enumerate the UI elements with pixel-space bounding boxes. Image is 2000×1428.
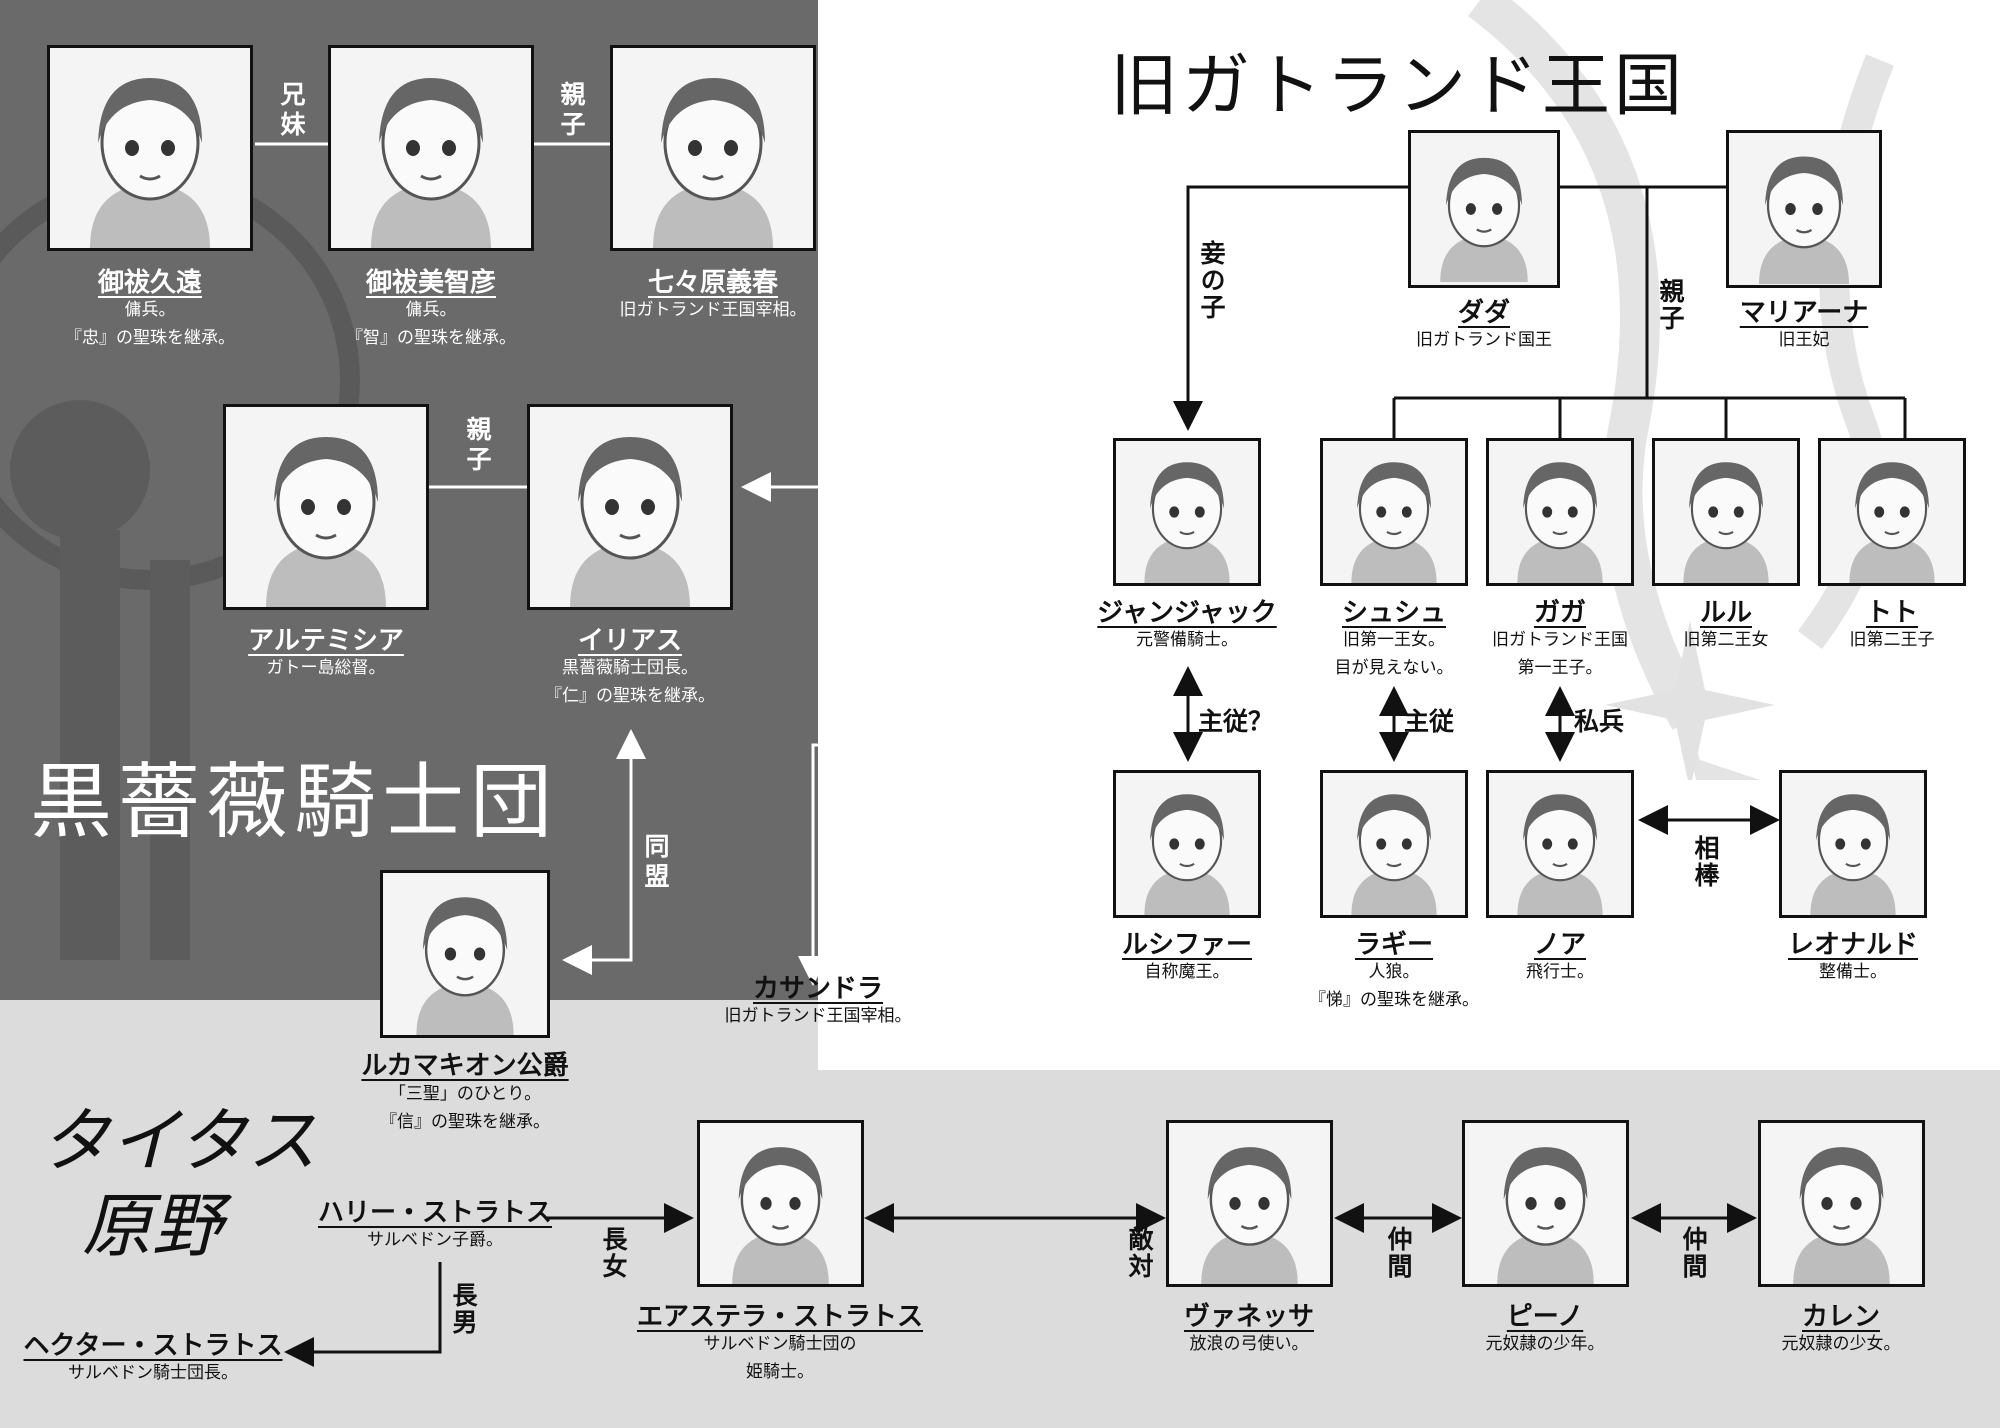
desc-cassandra-1: 旧ガトランド王国宰相。	[724, 1006, 912, 1026]
rel-partner: 相棒	[1691, 835, 1720, 889]
desc-shushu-2: 目が見えない。	[1334, 658, 1454, 678]
name-vanessa: ヴァネッサ	[1183, 1302, 1315, 1332]
region-title-titus-2: 原野	[82, 1185, 222, 1267]
name-toto: トト	[1865, 598, 1919, 628]
rel-parent-child-1: 親子	[560, 80, 586, 139]
name-harry: ハリー・ストラトス	[317, 1198, 553, 1228]
portrait-mariana	[1726, 130, 1882, 288]
desc-toto-1: 旧第二王子	[1849, 630, 1935, 650]
desc-ragi-1: 人狼。	[1368, 962, 1420, 982]
portrait-artemisia	[223, 404, 429, 610]
desc-artemisia-1: ガトー島総督。	[266, 658, 386, 678]
portrait-ragi	[1320, 770, 1468, 918]
name-dada: ダダ	[1457, 298, 1511, 328]
name-pino: ピーノ	[1506, 1302, 1584, 1332]
desc-airstella-2: 姫騎士。	[746, 1362, 814, 1382]
name-leonard: レオナルド	[1787, 930, 1919, 960]
portrait-dada	[1408, 130, 1560, 288]
desc-lulu-1: 旧第二王女	[1683, 630, 1769, 650]
desc-airstella-1: サルベドン騎士団の	[703, 1334, 857, 1354]
portrait-vanessa	[1166, 1120, 1333, 1287]
desc-karen-1: 元奴隷の少女。	[1781, 1334, 1901, 1354]
rel-siblings: 兄妹	[280, 80, 306, 139]
rel-lord-vassal: 主従	[1404, 707, 1455, 736]
rel-enemy: 敵対	[1125, 1226, 1154, 1280]
portrait-pino	[1462, 1120, 1629, 1287]
desc-lucamakion-2: 『信』の聖珠を継承。	[380, 1112, 550, 1132]
rel-concubine-child: 妾の子	[1197, 240, 1226, 321]
name-cassandra: カサンドラ	[752, 974, 884, 1004]
desc-mariana-1: 旧王妃	[1778, 330, 1830, 350]
portrait-kuon	[47, 45, 253, 251]
name-lucamakion: ルカマキオン公爵	[361, 1051, 569, 1081]
portrait-karen	[1758, 1120, 1925, 1287]
name-hector: ヘクター・ストラトス	[23, 1331, 283, 1361]
desc-vanessa-1: 放浪の弓使い。	[1189, 1334, 1309, 1354]
desc-lucamakion-1: 「三聖」のひとり。	[388, 1084, 542, 1104]
rel-private-soldier: 私兵	[1574, 707, 1625, 736]
name-jeanjacques: ジャンジャック	[1097, 598, 1277, 628]
region-title-black-rose: 黒薔薇騎士団	[30, 755, 559, 850]
portrait-leonard	[1779, 770, 1927, 918]
desc-michihiko-2: 『智』の聖珠を継承。	[346, 328, 516, 348]
desc-shushu-1: 旧第一王女。	[1343, 630, 1445, 650]
name-yoshiharu: 七々原義春	[647, 268, 779, 298]
portrait-noah	[1486, 770, 1634, 918]
portrait-lucamakion	[380, 870, 550, 1038]
desc-hector-1: サルベドン騎士団長。	[68, 1363, 238, 1383]
name-artemisia: アルテミシア	[248, 626, 404, 656]
name-karen: カレン	[1801, 1302, 1881, 1332]
region-title-titus-1: タイタス	[40, 1100, 318, 1182]
portrait-lulu	[1652, 438, 1800, 586]
desc-ilias-2: 『仁』の聖珠を継承。	[545, 686, 715, 706]
name-ragi: ラギー	[1354, 930, 1434, 960]
desc-kuon-2: 『忠』の聖珠を継承。	[65, 328, 235, 348]
portrait-airstella	[697, 1120, 864, 1287]
rel-eldest-son: 長男	[449, 1282, 478, 1336]
name-lulu: ルル	[1699, 598, 1753, 628]
portrait-gaga	[1486, 438, 1634, 586]
name-ilias: イリアス	[577, 626, 683, 656]
portrait-shushu	[1320, 438, 1468, 586]
portrait-ilias	[527, 404, 733, 610]
desc-kuon-1: 傭兵。	[124, 300, 176, 320]
name-mariana: マリアーナ	[1739, 298, 1869, 328]
desc-dada-1: 旧ガトランド国王	[1416, 330, 1552, 350]
rel-eldest-daughter: 長女	[599, 1226, 628, 1280]
desc-ilias-1: 黒薔薇騎士団長。	[562, 658, 698, 678]
desc-lucifer-1: 自称魔王。	[1144, 962, 1230, 982]
rel-parent-child-2: 親子	[466, 415, 492, 474]
name-airstella: エアステラ・ストラトス	[636, 1302, 924, 1332]
rel-master-pupil: 師弟	[845, 340, 871, 399]
desc-noah-1: 飛行士。	[1526, 962, 1594, 982]
name-shushu: シュシュ	[1341, 598, 1447, 628]
name-kuon: 御祓久遠	[97, 268, 203, 298]
desc-jeanjacques-1: 元警備騎士。	[1136, 630, 1238, 650]
rel-alliance: 同盟	[644, 832, 670, 891]
portrait-michihiko	[328, 45, 534, 251]
name-gaga: ガガ	[1533, 598, 1587, 628]
rel-comrade-1: 仲間	[1384, 1226, 1413, 1280]
desc-yoshiharu-1: 旧ガトランド王国宰相。	[619, 300, 807, 320]
portrait-jeanjacques	[1113, 438, 1261, 586]
portrait-toto	[1818, 438, 1966, 586]
name-lucifer: ルシファー	[1121, 930, 1253, 960]
portrait-yoshiharu	[610, 45, 816, 251]
rose-emblem-decoration	[0, 180, 360, 960]
name-noah: ノア	[1533, 930, 1587, 960]
desc-gaga-2: 第一王子。	[1517, 658, 1603, 678]
desc-pino-1: 元奴隷の少年。	[1485, 1334, 1605, 1354]
desc-harry-1: サルベドン子爵。	[367, 1230, 503, 1250]
rel-lord-vassal-q: 主従？	[1198, 707, 1274, 736]
desc-leonard-1: 整備士。	[1819, 962, 1887, 982]
desc-ragi-2: 『悌』の聖珠を継承。	[1309, 990, 1479, 1010]
name-michihiko: 御祓美智彦	[365, 268, 497, 298]
region-title-old-gatland: 旧ガトランド王国	[1110, 47, 1687, 126]
desc-michihiko-1: 傭兵。	[405, 300, 457, 320]
desc-gaga-1: 旧ガトランド王国	[1492, 630, 1628, 650]
rel-comrade-2: 仲間	[1679, 1226, 1708, 1280]
portrait-lucifer	[1113, 770, 1261, 918]
rel-parent-child-3: 親子	[1656, 278, 1685, 332]
